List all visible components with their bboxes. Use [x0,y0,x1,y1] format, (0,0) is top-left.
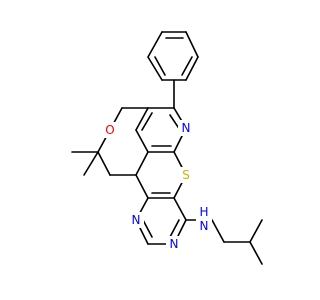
amine-nitrogen-label: N [200,219,209,233]
bond [141,112,153,131]
bond [249,219,263,243]
oxygen-label: O [105,123,114,137]
bond [211,219,225,243]
molecule-structure: O N S N N H N [71,31,263,265]
bond [173,197,187,221]
bond [169,219,180,238]
bond [83,151,99,176]
bond [147,31,163,58]
bond [142,219,153,238]
bond [135,174,149,199]
bonds [71,31,263,265]
pyrimidine-nitrogen-atom: N [128,212,144,228]
bond [97,151,111,176]
amine-hydrogen-label: H [199,205,208,219]
bond [135,107,149,131]
sulfur-label: S [182,168,190,182]
sulfur-atom: S [178,167,194,183]
atom-labels: O N S N N H N [102,120,212,252]
pyridine-nitrogen-label: N [182,121,191,135]
pyrimidine-nitrogen-label: N [170,237,179,251]
bond [185,31,199,58]
pyridine-nitrogen-atom: N [178,120,194,136]
oxygen-atom: O [102,122,118,138]
amine-nitrogen-atom: H N [196,205,212,235]
pyrimidine-nitrogen-atom: N [166,236,182,252]
bond [249,241,263,265]
bond [135,151,149,176]
bond [185,56,199,81]
bond [135,129,149,153]
bond [147,56,163,81]
bond [154,56,166,76]
bond [181,56,193,76]
pyrimidine-nitrogen-label: N [132,213,141,227]
